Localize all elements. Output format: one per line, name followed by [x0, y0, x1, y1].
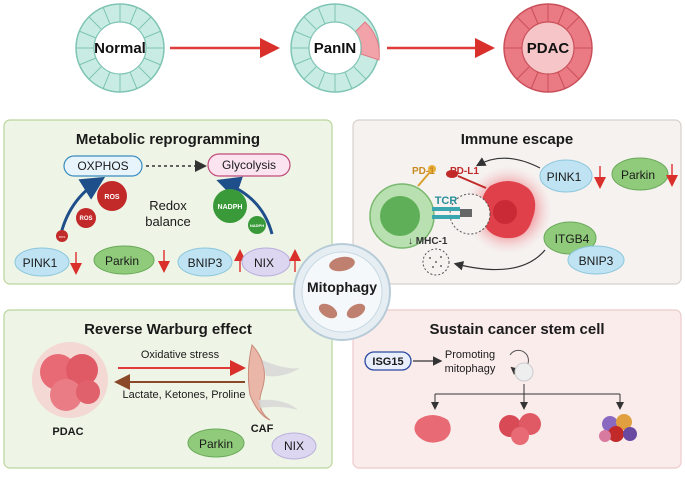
immune-bnip3-blob	[567, 245, 625, 275]
redox-label-1: Redox	[149, 198, 187, 213]
immune-panel: Immune escape TCR PD-1 PD-L1 ↓ MHC-1	[352, 119, 682, 285]
warburg-parkin-blob	[187, 428, 245, 458]
ros-medium-icon	[76, 208, 96, 228]
ros-small-icon	[56, 230, 68, 242]
mitochondrion-2-icon	[318, 303, 338, 319]
daughter-cell-2-icon	[499, 413, 541, 445]
daughter-cell-1-icon	[414, 415, 451, 443]
stem-panel: Sustain cancer stem cell ISG15 Promoting…	[352, 309, 682, 469]
glycolysis-label: Glycolysis	[222, 158, 276, 172]
immune-parkin-label: Parkin	[621, 168, 655, 182]
mitochondrion-1-icon	[329, 256, 355, 272]
bnip3-label: BNIP3	[188, 256, 223, 270]
pd1-stalk	[417, 171, 431, 187]
bnip3-blob	[177, 247, 233, 277]
daughter-cell-3-icon	[599, 414, 637, 442]
tcr-bar-2	[432, 215, 460, 219]
caf-icon	[247, 343, 300, 421]
warburg-panel: Reverse Warburg effect PDAC Oxidative st…	[3, 309, 333, 469]
warburg-pdac-label: PDAC	[52, 426, 83, 438]
metabolites-label: Lactate, Ketones, Proline	[123, 389, 246, 401]
isg15-label: ISG15	[372, 356, 403, 368]
nadph-large-label: NADPH	[218, 204, 243, 211]
oxphos-label: OXPHOS	[77, 159, 128, 173]
metabolic-title: Metabolic reprogramming	[76, 131, 260, 148]
mitophagy-label: Mitophagy	[307, 279, 377, 295]
mitochondrion-3-icon	[346, 303, 366, 319]
caf-label: CAF	[251, 423, 274, 435]
warburg-nix-label: NIX	[284, 439, 304, 453]
pink1-blob	[14, 247, 70, 277]
warburg-nix-blob	[271, 432, 317, 460]
normal-duct-icon: Normal	[75, 3, 165, 93]
oxphos-box	[63, 155, 143, 177]
stem-title: Sustain cancer stem cell	[429, 321, 604, 338]
warburg-title: Reverse Warburg effect	[84, 321, 252, 338]
immune-pink1-label: PINK1	[547, 170, 582, 184]
stage-normal-label: Normal	[94, 40, 146, 57]
itgb4-to-mhc-arrow	[453, 249, 546, 271]
pd1-label: PD-1	[412, 166, 435, 177]
stage-panin-label: PanIN	[314, 40, 357, 57]
pdac-duct-icon: PDAC	[503, 3, 593, 93]
tumor-nucleus	[493, 200, 517, 224]
isg15-box	[364, 351, 412, 371]
ros-large-label: ROS	[104, 194, 120, 201]
pdac-cluster-icon	[32, 342, 108, 418]
tcr-bar-1	[432, 207, 460, 211]
nadph-large-icon	[213, 189, 247, 223]
immune-title: Immune escape	[461, 131, 574, 148]
parkin-label: Parkin	[105, 254, 139, 268]
pdl1-stalk	[457, 175, 487, 189]
itgb4-label: ITGB4	[555, 232, 590, 246]
immune-bnip3-label: BNIP3	[579, 254, 614, 268]
pdl1-icon	[446, 170, 458, 178]
parkin-blob	[93, 245, 155, 275]
t-cell-nucleus	[380, 196, 420, 236]
metabolic-panel: Metabolic reprogramming OXPHOS Glycolysi…	[3, 119, 333, 285]
redox-label-2: balance	[145, 214, 191, 229]
nadph-small-label: NADPH	[250, 223, 264, 228]
promoting-label-2: mitophagy	[445, 363, 496, 375]
nix-label: NIX	[254, 256, 274, 270]
pdl1-label: PD-L1	[450, 166, 479, 177]
mhc-fragments	[429, 256, 442, 268]
stem-cell-icon	[514, 362, 534, 382]
progression-row: Normal PanIN	[75, 3, 593, 93]
immune-parkin-blob	[611, 157, 669, 191]
promoting-label-1: Promoting	[445, 349, 495, 361]
pink1-to-synapse-arrow	[475, 157, 541, 169]
immune-pink1-blob	[539, 159, 593, 193]
warburg-parkin-label: Parkin	[199, 437, 233, 451]
tcr-label: TCR	[435, 195, 458, 207]
ros-large-icon	[97, 181, 127, 211]
mhc-icon	[460, 209, 472, 217]
nadph-small-icon	[248, 216, 266, 234]
mhc1-label: ↓ MHC-1	[408, 236, 448, 247]
nadph-curve-arrow	[216, 176, 274, 235]
stage-pdac-label: PDAC	[527, 40, 570, 57]
ros-small-label: ROS	[59, 235, 66, 239]
lineage-tree	[431, 384, 624, 410]
ros-medium-label: ROS	[79, 216, 92, 222]
glycolysis-box	[207, 153, 291, 177]
mitophagy-center: Mitophagy	[293, 243, 391, 341]
pd1-icon	[428, 165, 436, 173]
panin-duct-icon: PanIN	[290, 3, 380, 93]
nix-blob	[241, 247, 291, 277]
pink1-label: PINK1	[23, 256, 58, 270]
oxidative-stress-label: Oxidative stress	[141, 349, 220, 361]
